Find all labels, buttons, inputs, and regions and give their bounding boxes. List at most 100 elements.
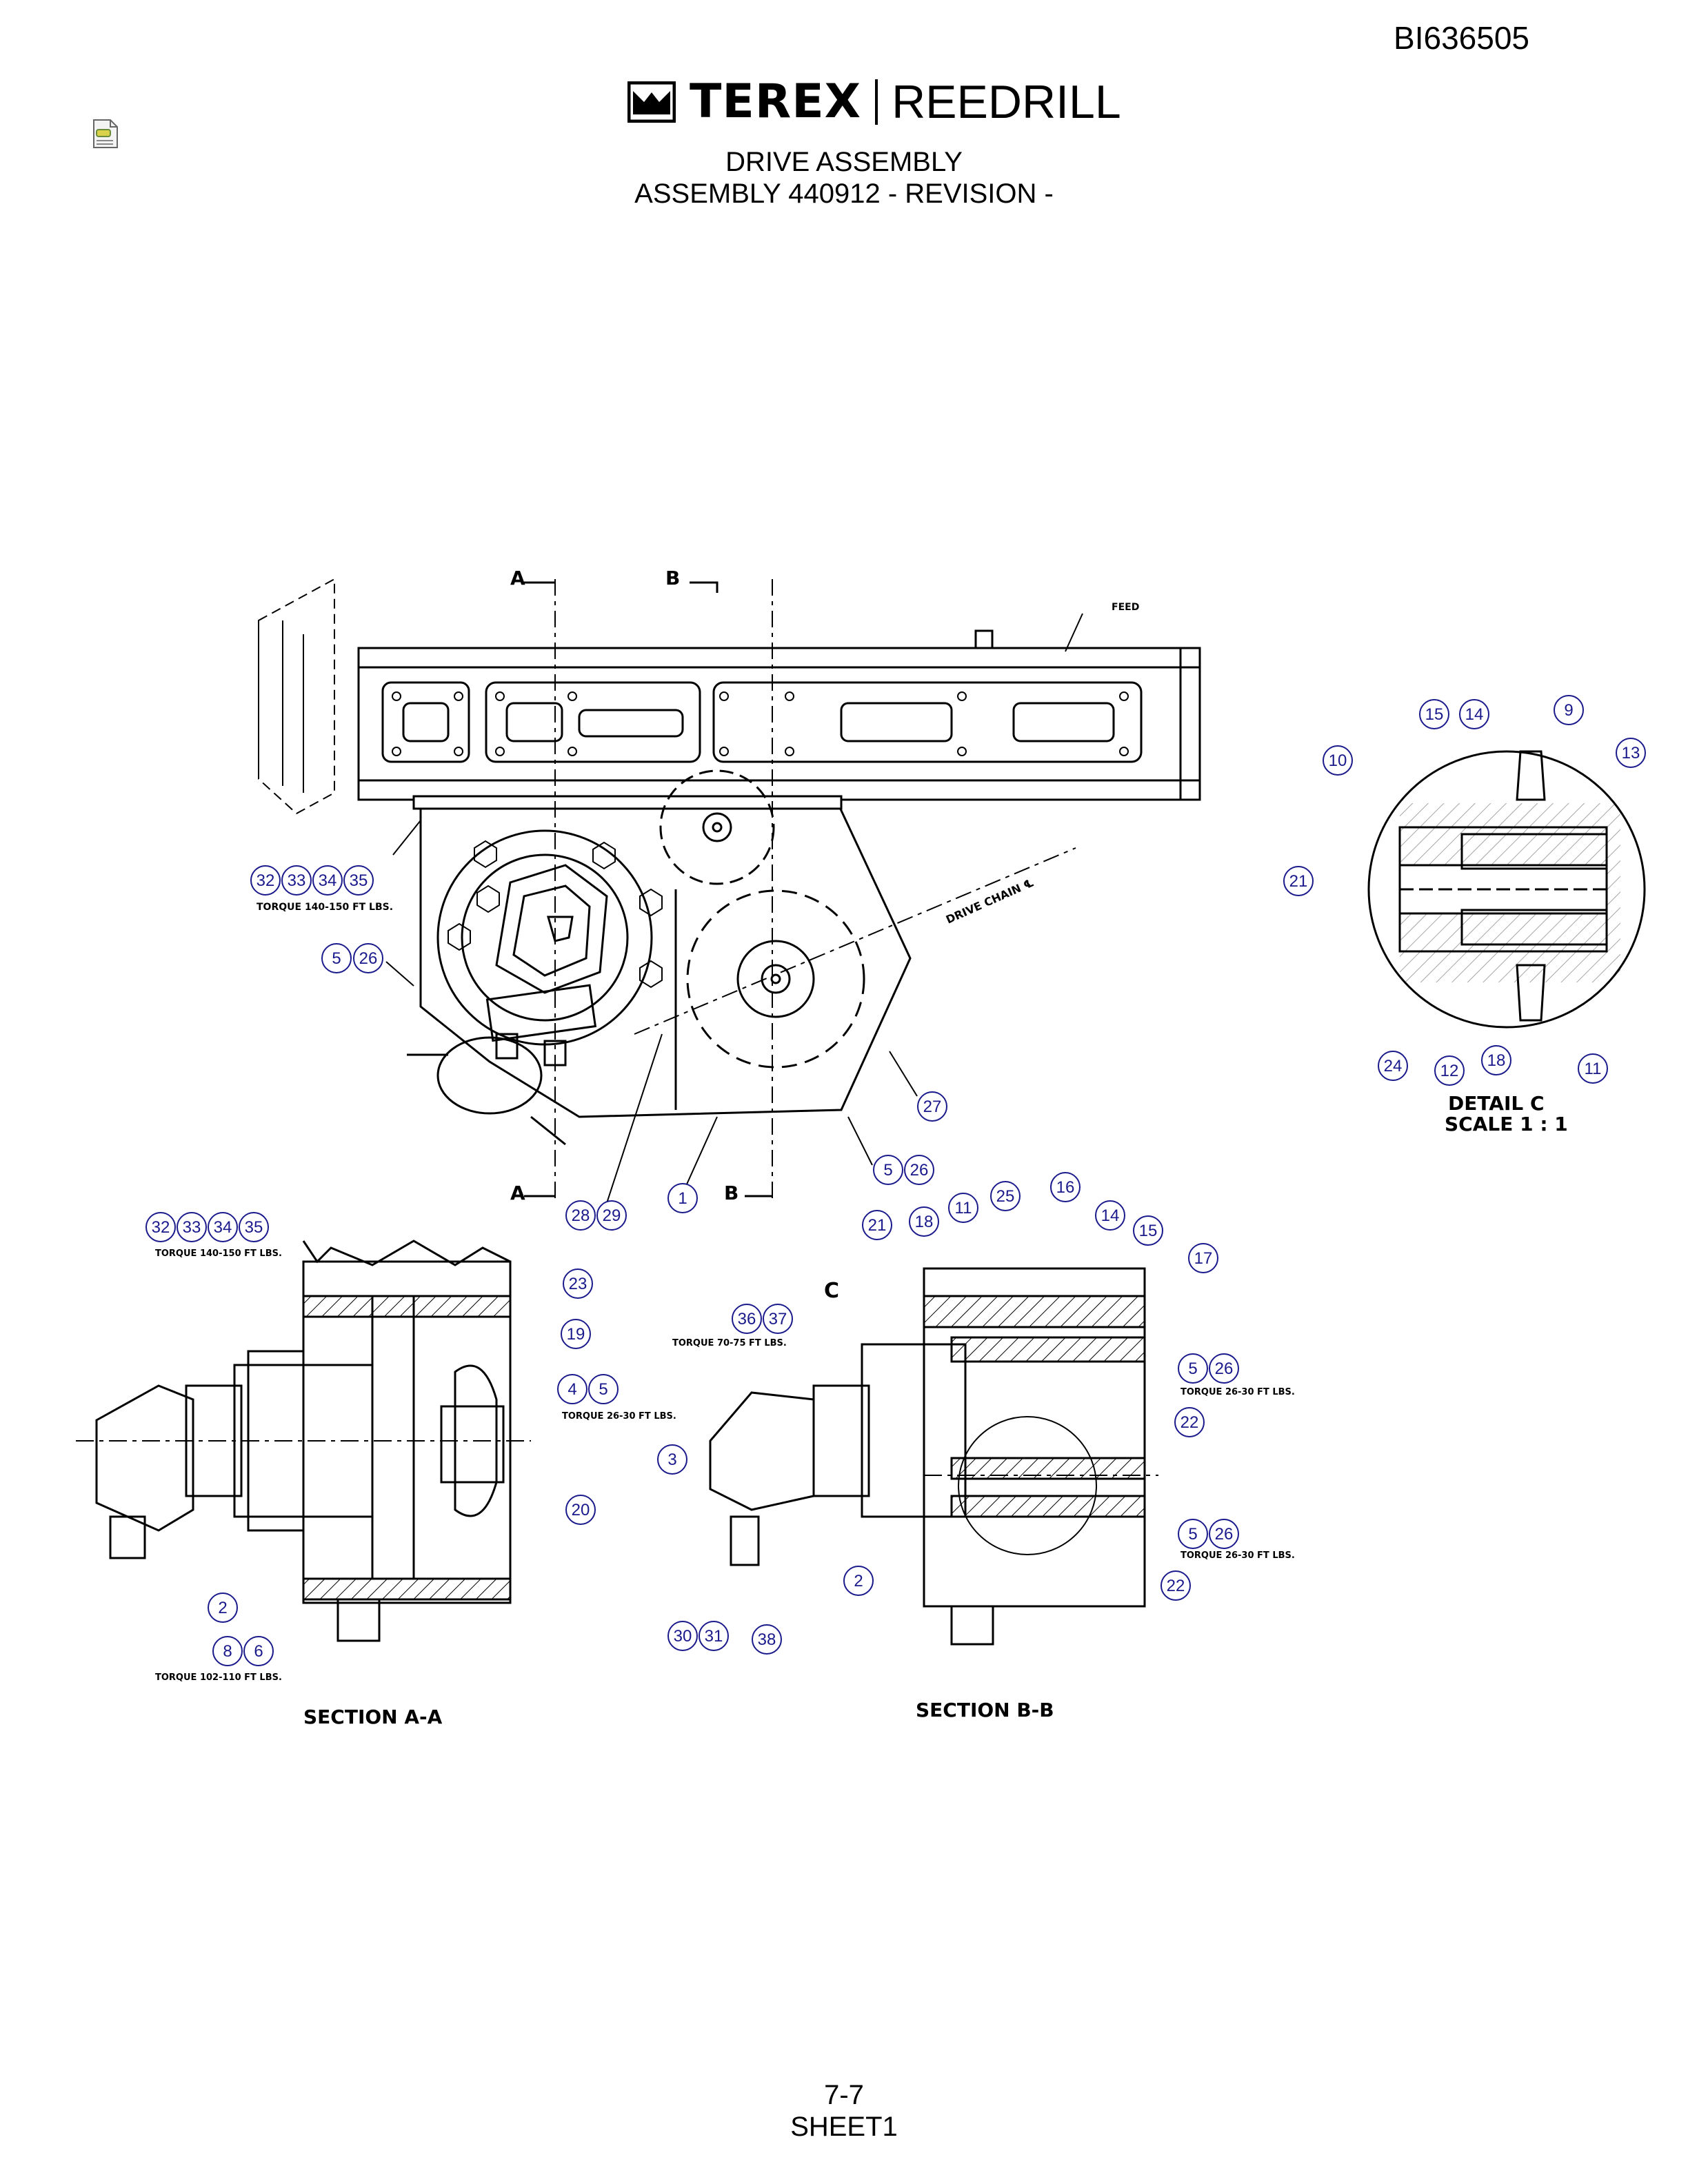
balloon: 22	[1160, 1570, 1191, 1601]
balloon: 35	[343, 865, 374, 896]
hydraulic-motor	[485, 864, 608, 1066]
balloon: 3	[657, 1444, 687, 1475]
balloon: 18	[909, 1206, 939, 1237]
svg-text:1: 1	[678, 1189, 687, 1208]
svg-text:5: 5	[1188, 1359, 1197, 1378]
balloon: 33	[281, 865, 312, 896]
balloon: 31	[699, 1621, 729, 1651]
torque-bb-3: TORQUE 26-30 FT LBS.	[1180, 1550, 1295, 1561]
svg-text:33: 33	[183, 1218, 201, 1237]
balloon: 25	[990, 1181, 1021, 1211]
section-mark-a-top: A	[510, 567, 525, 589]
detail-c-title: DETAIL C	[1448, 1092, 1545, 1115]
balloon: 23	[563, 1268, 593, 1299]
balloon: 4	[557, 1374, 587, 1404]
balloon: 29	[596, 1200, 627, 1231]
svg-text:3: 3	[667, 1450, 676, 1469]
section-bb-view	[709, 1267, 1158, 1646]
balloon: 16	[1050, 1172, 1081, 1202]
balloon: 17	[1188, 1243, 1218, 1273]
balloon: 6	[243, 1636, 274, 1666]
balloon: 36	[732, 1304, 762, 1334]
svg-text:30: 30	[674, 1627, 692, 1646]
svg-text:17: 17	[1194, 1249, 1213, 1268]
balloon: 15	[1419, 699, 1449, 729]
svg-text:24: 24	[1384, 1057, 1403, 1075]
balloon: 18	[1481, 1045, 1511, 1075]
svg-text:2: 2	[854, 1572, 863, 1590]
svg-text:5: 5	[1188, 1525, 1197, 1544]
svg-text:32: 32	[152, 1218, 170, 1237]
balloon: 32	[145, 1212, 176, 1242]
svg-text:12: 12	[1440, 1062, 1459, 1080]
svg-text:21: 21	[1289, 872, 1308, 891]
svg-text:26: 26	[1215, 1359, 1234, 1378]
detail-c-view	[1367, 750, 1646, 1029]
balloon: 27	[917, 1091, 947, 1122]
svg-text:38: 38	[758, 1630, 776, 1649]
balloon: 15	[1133, 1215, 1163, 1246]
title-line-1: DRIVE ASSEMBLY	[725, 147, 963, 177]
balloon: 38	[752, 1624, 782, 1655]
balloons: 32 33 34 35 5 26 27 5 26 28 29 1 15 14 9…	[145, 695, 1646, 1666]
balloon: 21	[1283, 866, 1314, 896]
balloon: 5	[588, 1374, 619, 1404]
balloon: 1	[667, 1183, 698, 1213]
brand-primary: TEREX	[690, 74, 862, 129]
brand-secondary: REEDRILL	[892, 75, 1121, 128]
section-bb-title: SECTION B-B	[916, 1699, 1054, 1721]
torque-note-main: TORQUE 140-150 FT LBS.	[257, 902, 393, 913]
footer: 7-7 SHEET1	[0, 2079, 1688, 2143]
svg-text:16: 16	[1056, 1178, 1075, 1197]
svg-text:4: 4	[567, 1380, 576, 1399]
balloon: 28	[565, 1200, 596, 1231]
balloon: 34	[208, 1212, 238, 1242]
feed-frame	[258, 578, 1201, 815]
balloon: 37	[763, 1304, 793, 1334]
motor-flange	[436, 829, 663, 1066]
svg-text:2: 2	[218, 1599, 227, 1617]
svg-text:14: 14	[1101, 1206, 1120, 1225]
balloon: 13	[1616, 738, 1646, 768]
drive-housing	[412, 795, 912, 1118]
svg-text:35: 35	[245, 1218, 263, 1237]
balloon: 10	[1323, 745, 1353, 776]
balloon: 2	[208, 1593, 238, 1623]
leaders	[385, 613, 1083, 1204]
document-icon[interactable]	[92, 119, 119, 152]
svg-text:21: 21	[868, 1216, 887, 1235]
balloon: 11	[1578, 1053, 1608, 1084]
logo-divider	[875, 79, 878, 125]
svg-text:26: 26	[910, 1161, 929, 1180]
section-lines	[554, 579, 1076, 1200]
document-id: BI636505	[1394, 20, 1529, 56]
svg-text:32: 32	[257, 871, 275, 890]
svg-text:25: 25	[996, 1187, 1015, 1206]
section-aa-title: SECTION A-A	[303, 1706, 443, 1728]
balloon: 26	[1209, 1519, 1239, 1549]
pipe-clamp	[407, 1036, 566, 1146]
balloon: 34	[312, 865, 343, 896]
detail-c-scale: SCALE 1 : 1	[1445, 1113, 1568, 1135]
svg-text:29: 29	[603, 1206, 621, 1225]
balloon: 24	[1378, 1051, 1408, 1081]
svg-text:6: 6	[254, 1642, 263, 1661]
svg-text:15: 15	[1425, 705, 1444, 724]
torque-aa-3: TORQUE 102-110 FT LBS.	[155, 1672, 282, 1683]
feed-label: FEED	[1112, 602, 1139, 613]
page-number: 7-7	[824, 2080, 864, 2110]
section-arrows	[524, 581, 772, 1197]
torque-bb-2: TORQUE 26-30 FT LBS.	[1180, 1387, 1295, 1397]
sheet-label: SHEET1	[790, 2112, 898, 2142]
balloon: 35	[239, 1212, 269, 1242]
balloon: 22	[1174, 1407, 1205, 1437]
balloon: 26	[353, 943, 383, 973]
svg-text:34: 34	[319, 871, 337, 890]
drawing-title: DRIVE ASSEMBLY ASSEMBLY 440912 - REVISIO…	[0, 146, 1688, 210]
svg-text:5: 5	[883, 1161, 892, 1180]
svg-text:8: 8	[223, 1642, 232, 1661]
svg-text:18: 18	[1487, 1051, 1506, 1070]
svg-text:35: 35	[350, 871, 368, 890]
balloon: 2	[843, 1566, 874, 1596]
svg-text:37: 37	[769, 1310, 787, 1328]
